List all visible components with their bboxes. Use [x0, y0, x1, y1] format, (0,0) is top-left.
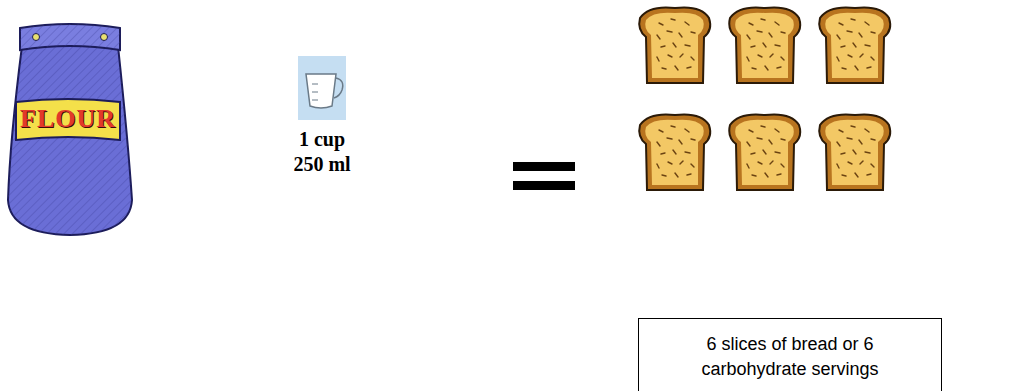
measuring-cup-icon [298, 56, 346, 120]
bag-label-text: FLOUR [16, 104, 120, 134]
measure-label: 250 ml [270, 153, 374, 176]
measure-label: 1 cup [270, 128, 374, 151]
equals-sign [513, 162, 575, 190]
note-box: 6 slices of bread or 6 carbohydrate serv… [638, 318, 942, 391]
flour-bag [8, 24, 132, 235]
bread-slices [639, 7, 890, 190]
box-text: 6 slices of bread or 6 carbohydrate serv… [683, 332, 898, 382]
